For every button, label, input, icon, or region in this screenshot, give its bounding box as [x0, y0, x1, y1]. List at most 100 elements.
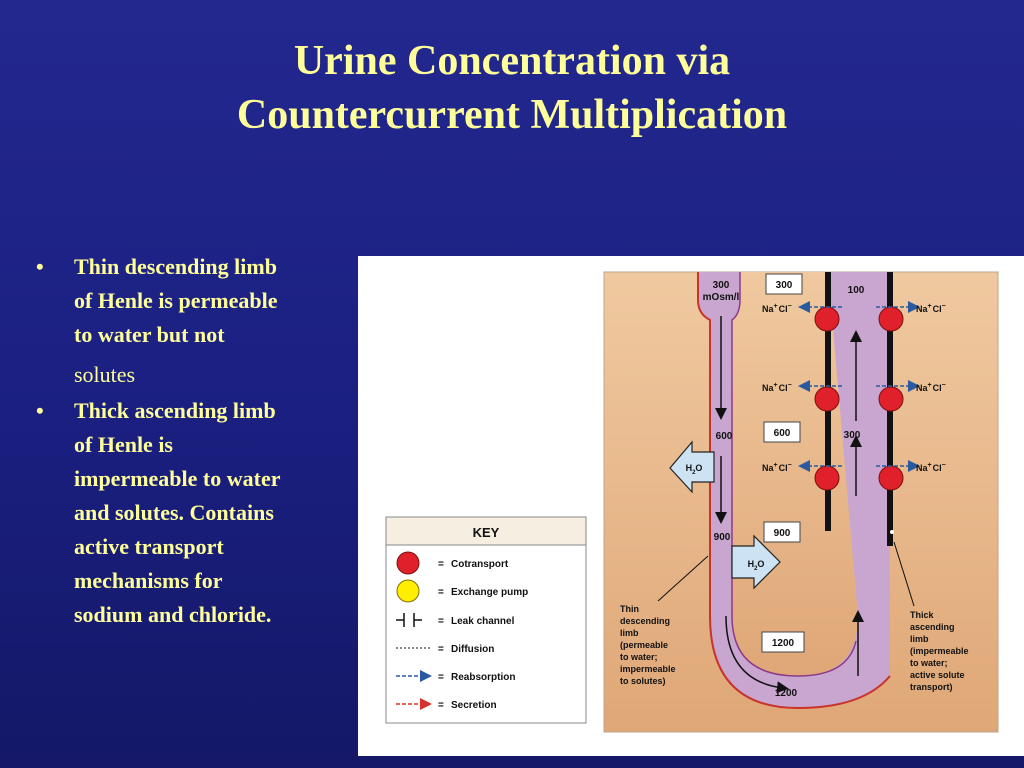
interstitium-box: 900	[763, 521, 801, 543]
loop-diagram-svg: 300 mOsm/l 600 900 1200 100 300 300 600 …	[385, 271, 999, 733]
svg-text:600: 600	[774, 428, 791, 439]
svg-text:impermeable: impermeable	[620, 664, 676, 674]
svg-text:=: =	[438, 644, 444, 655]
bullet-item: • Thin descending limb of Henle is perme…	[30, 250, 348, 392]
bullet-dot: •	[36, 398, 44, 423]
slide-title: Urine Concentration via Countercurrent M…	[0, 34, 1024, 142]
nacl-label: Na+Cl−	[916, 382, 946, 393]
descending-wall	[697, 272, 891, 710]
descending-value-mid: 600	[716, 431, 733, 442]
interstitium-box: 1200	[761, 631, 805, 653]
junction-dot	[890, 530, 894, 534]
descending-unit-top: mOsm/l	[703, 292, 740, 303]
svg-text:Na+Cl−: Na+Cl−	[916, 382, 946, 393]
bullet-dot: •	[36, 254, 44, 279]
descending-value-low: 900	[714, 532, 731, 543]
legend-item-secretion: = Secretion	[396, 698, 497, 711]
svg-text:Na+Cl−: Na+Cl−	[762, 462, 792, 473]
interstitium-box: 300	[765, 273, 803, 295]
interstitium-box: 600	[763, 421, 801, 443]
svg-text:transport): transport)	[910, 682, 953, 692]
thin-limb-pointer	[657, 555, 709, 602]
legend-item-diffusion: = Diffusion	[396, 644, 494, 655]
svg-text:=: =	[438, 700, 444, 711]
svg-text:Na+Cl−: Na+Cl−	[762, 382, 792, 393]
nacl-label: Na+Cl−	[762, 303, 792, 314]
bullet-line: Thick ascending limb	[74, 398, 276, 423]
svg-text:Na+Cl−: Na+Cl−	[762, 303, 792, 314]
bullet-line: Thin descending limb	[74, 254, 277, 279]
svg-text:Thick: Thick	[910, 610, 935, 620]
svg-text:Cotransport: Cotransport	[451, 559, 509, 570]
svg-text:=: =	[438, 672, 444, 683]
svg-text:Na+Cl−: Na+Cl−	[916, 462, 946, 473]
water-arrow-upper: H2O	[669, 440, 715, 494]
bullet-line: sodium and chloride.	[74, 602, 272, 627]
svg-text:to solutes): to solutes)	[620, 676, 666, 686]
descending-inner-wall	[731, 272, 857, 677]
bend-flow-arrow	[725, 615, 789, 694]
svg-text:900: 900	[774, 528, 791, 539]
bullet-item: • Thick ascending limb of Henle is imper…	[30, 394, 348, 632]
svg-text:Reabsorption: Reabsorption	[451, 672, 515, 683]
svg-text:limb: limb	[620, 628, 639, 638]
bullet-line: impermeable to water	[74, 466, 281, 491]
svg-text:to water;: to water;	[910, 658, 948, 668]
svg-text:H2O: H2O	[686, 463, 703, 476]
bullet-line: solutes	[74, 362, 136, 387]
legend-item-exchange-pump: = Exchange pump	[396, 579, 528, 603]
title-line-1: Urine Concentration via	[293, 38, 731, 84]
svg-text:descending: descending	[620, 616, 670, 626]
bullet-line: active transport	[74, 534, 224, 559]
svg-text:to water;: to water;	[620, 652, 658, 662]
nacl-label: Na+Cl−	[762, 462, 792, 473]
legend-item-reabsorption: = Reabsorption	[396, 670, 515, 683]
svg-text:=: =	[438, 559, 444, 570]
svg-text:(permeable: (permeable	[620, 640, 668, 650]
legend-item-leak-channel: = Leak channel	[396, 613, 515, 627]
reabsorption-arrows	[798, 301, 920, 472]
bullet-line: and solutes. Contains	[74, 500, 274, 525]
svg-text:Exchange pump: Exchange pump	[451, 587, 528, 598]
svg-text:H2O: H2O	[748, 559, 765, 572]
svg-text:Leak channel: Leak channel	[451, 616, 515, 627]
thin-limb-label: Thin descending limb (permeable to water…	[620, 604, 676, 686]
bullet-line: to water but not	[74, 322, 225, 347]
cotransporter-circle	[878, 386, 904, 412]
cotransporter-circle	[878, 465, 904, 491]
svg-text:active solute: active solute	[910, 670, 965, 680]
bullet-line: of Henle is permeable	[74, 288, 278, 313]
svg-text:limb: limb	[910, 634, 929, 644]
bend-value: 1200	[775, 688, 798, 699]
water-arrow-lower: H2O	[731, 534, 781, 590]
bullet-list: • Thin descending limb of Henle is perme…	[30, 250, 348, 634]
ascending-value-top: 100	[848, 285, 865, 296]
title-line-2: Countercurrent Multiplication	[236, 92, 788, 138]
svg-text:(impermeable: (impermeable	[910, 646, 969, 656]
bullet-line: mechanisms for	[74, 568, 223, 593]
svg-text:Thin: Thin	[620, 604, 639, 614]
ascending-value-mid: 300	[844, 430, 861, 441]
svg-text:=: =	[438, 587, 444, 598]
svg-text:1200: 1200	[772, 638, 795, 649]
svg-text:=: =	[438, 616, 444, 627]
nacl-label: Na+Cl−	[762, 382, 792, 393]
cotransporter-circle	[814, 306, 840, 332]
nacl-label: Na+Cl−	[916, 303, 946, 314]
svg-text:300: 300	[776, 280, 793, 291]
legend-key: KEY = Cotransport = Exchange pump = Leak…	[385, 516, 587, 724]
thick-limb-pointer	[893, 541, 915, 607]
loop-of-henle-figure: 300 mOsm/l 600 900 1200 100 300 300 600 …	[358, 256, 1024, 756]
svg-text:Secretion: Secretion	[451, 700, 497, 711]
legend-item-cotransport: = Cotransport	[396, 551, 509, 575]
bullet-line: of Henle is	[74, 432, 173, 457]
svg-text:Na+Cl−: Na+Cl−	[916, 303, 946, 314]
descending-value-top: 300	[713, 280, 730, 291]
svg-text:ascending: ascending	[910, 622, 955, 632]
legend-title: KEY	[473, 525, 500, 540]
thick-limb-label: Thick ascending limb (impermeable to wat…	[910, 610, 969, 692]
cotransporter-circle	[814, 386, 840, 412]
cotransporter-circle	[878, 306, 904, 332]
svg-text:Diffusion: Diffusion	[451, 644, 494, 655]
cotransporter-circle	[814, 465, 840, 491]
